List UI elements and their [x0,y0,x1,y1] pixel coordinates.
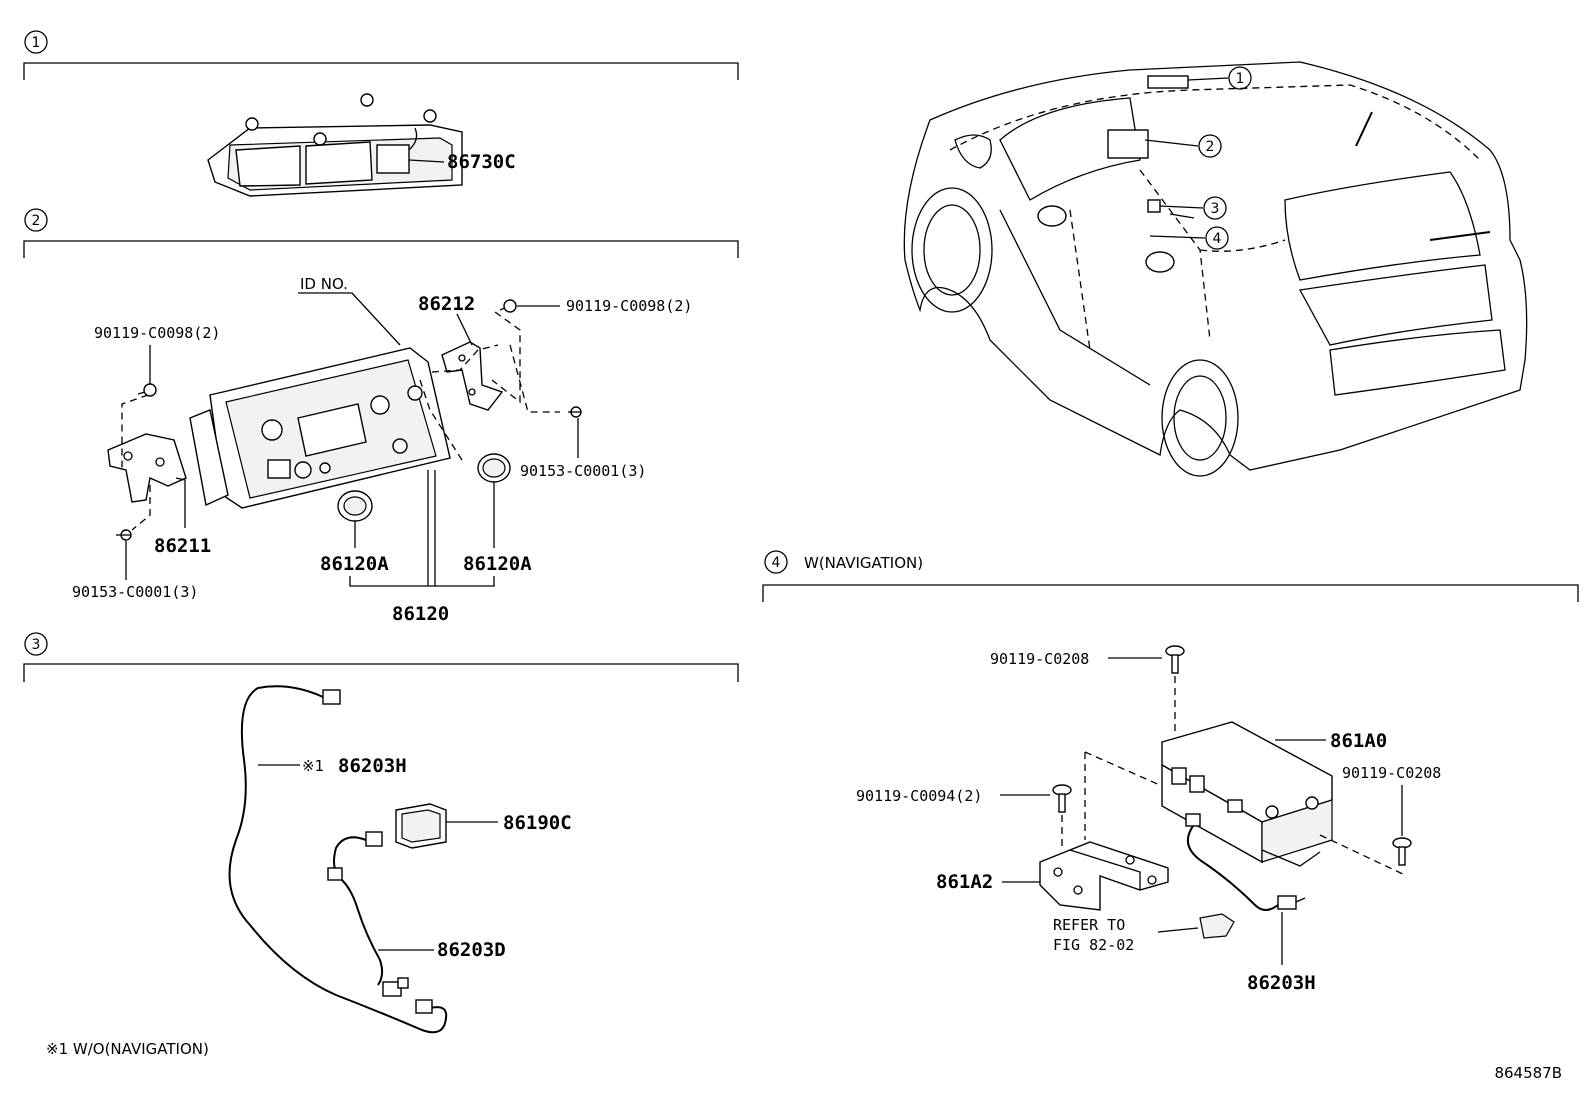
section-1: 1 86730C [23,30,739,197]
knob-right-part [477,453,511,483]
label-86203D: 86203D [437,939,506,961]
section-1-frame [23,62,739,80]
figure-code: 864587B [1494,1064,1562,1082]
callout-1 [1228,66,1252,90]
screw-right-part [568,406,582,418]
label-86120A-left: 86120A [320,553,389,575]
label-90119-C0094: 90119-C0094(2) [856,787,982,805]
map-lamp-connector-part [376,144,410,174]
callout-2 [1198,134,1222,158]
section-marker-3-text: 3 [32,637,41,653]
label-861A0: 861A0 [1330,730,1387,752]
screw-top-right-part [499,299,517,313]
callout-4-text: 4 [1213,231,1222,247]
section-marker-4-text: 4 [772,555,781,571]
label-86730C: 86730C [447,151,516,173]
section-marker-1-text: 1 [32,35,41,51]
screw-top-part [1165,645,1185,674]
callout-4 [1205,226,1229,250]
label-refer-to: REFER TO [1053,916,1125,934]
label-mark-1: ※1 [302,757,324,775]
wire-86203D-drawing [327,831,409,997]
section-4-frame [762,584,1579,602]
label-861A2: 861A2 [936,871,993,893]
label-90153-C0001-left: 90153-C0001(3) [72,583,198,601]
label-90119-C0208-right: 90119-C0208 [1342,764,1441,782]
section-marker-3 [24,632,48,656]
section-3: 3 ※1 86203H 86190C 86203D ※1 W/O(NAVIGAT… [23,632,739,1058]
label-86212: 86212 [418,293,475,315]
bracket-861A2-drawing [1039,841,1169,911]
label-id-no: ID NO. [300,275,348,293]
overhead-console-drawing [207,93,463,197]
vehicle-overview-drawing [903,61,1528,477]
callout-2-text: 2 [1206,139,1215,155]
wire-86203H-sec4-drawing [1185,813,1306,911]
label-86120: 86120 [392,603,449,625]
bracket-86211-drawing [107,433,187,503]
section-3-frame [23,663,739,682]
label-86120A-right: 86120A [463,553,532,575]
note-wo-navigation: ※1 W/O(NAVIGATION) [46,1040,209,1058]
section-marker-1 [24,30,48,54]
connector-ref-drawing [1199,913,1235,939]
section-4: 4 W(NAVIGATION) 90119-C0208 861A0 [762,550,1579,994]
label-90119-C0098-right: 90119-C0098(2) [566,297,692,315]
section-marker-2 [24,208,48,232]
audio-head-unit-drawing [189,347,451,509]
label-86203H-sec3: 86203H [338,755,407,777]
screw-left-part [1052,784,1072,813]
label-fig-ref: FIG 82-02 [1053,936,1134,954]
bracket-86212-drawing [441,341,504,411]
screw-right-part [1392,837,1412,866]
screw-bottom-left-part [116,529,132,541]
screw-top-left-part [137,383,157,397]
section-2-frame [23,240,739,258]
navigation-computer-drawing [1161,721,1333,867]
label-90119-C0098-left: 90119-C0098(2) [94,324,220,342]
section-marker-4 [764,550,788,574]
vehicle-callouts: 1 2 3 4 [1144,66,1252,250]
section-2: 2 ID NO. 86212 [23,208,739,625]
label-86203H-sec4: 86203H [1247,972,1316,994]
knob-left-part [337,490,373,522]
section-marker-2-text: 2 [32,213,41,229]
callout-3 [1203,196,1227,220]
callout-3-text: 3 [1211,201,1220,217]
label-90119-C0208-top: 90119-C0208 [990,650,1089,668]
callout-1-text: 1 [1236,71,1245,87]
label-86211: 86211 [154,535,211,557]
section-4-caption: W(NAVIGATION) [804,554,923,572]
switch-86190C-drawing [395,803,447,849]
label-86190C: 86190C [503,812,572,834]
label-90153-C0001-right: 90153-C0001(3) [520,462,646,480]
wire-86203H-drawing [228,685,448,1034]
